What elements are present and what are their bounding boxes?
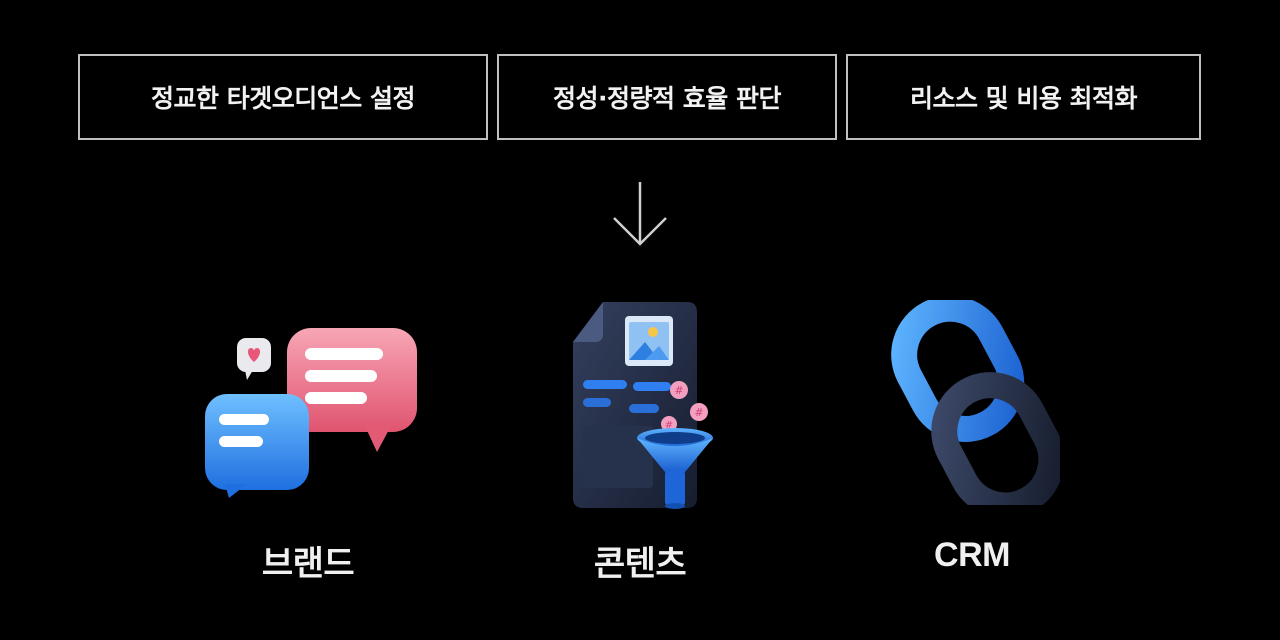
criteria-label-efficiency: 정성·정량적 효율 판단 xyxy=(553,84,781,113)
category-label-content: 콘텐츠 xyxy=(593,544,687,584)
category-label-brand: 브랜드 xyxy=(261,544,355,584)
svg-text:#: # xyxy=(674,384,683,397)
criteria-label-optimization: 리소스 및 비용 최적화 xyxy=(909,84,1138,113)
chain-link-icon xyxy=(891,300,1060,505)
category-label-crm: CRM xyxy=(934,536,1010,574)
document-funnel-icon: # # # xyxy=(573,302,713,509)
svg-text:#: # xyxy=(694,406,703,419)
criteria-box-targeting: 정교한 타겟오디언스 설정 xyxy=(78,54,488,140)
criteria-label-targeting: 정교한 타겟오디언스 설정 xyxy=(151,84,415,113)
criteria-box-optimization: 리소스 및 비용 최적화 xyxy=(846,54,1201,140)
criteria-box-efficiency: 정성·정량적 효율 판단 xyxy=(497,54,837,140)
down-arrow-icon xyxy=(613,182,667,246)
speech-bubbles-icon xyxy=(205,328,417,498)
svg-text:#: # xyxy=(665,420,673,431)
